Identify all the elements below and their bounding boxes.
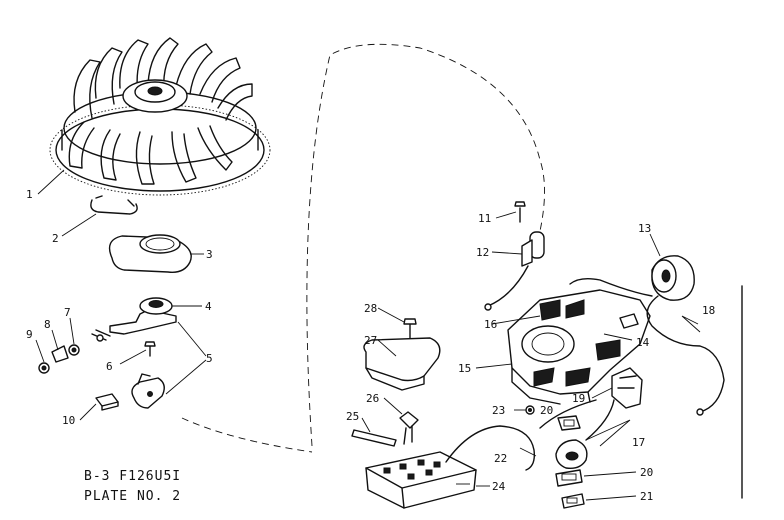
callout-15: 15 [458, 362, 471, 375]
callout-12: 12 [476, 246, 489, 259]
callout-18: 18 [702, 304, 715, 317]
callout-1: 1 [26, 188, 33, 201]
cover-27 [363, 337, 441, 391]
callout-20a: 20 [540, 404, 553, 417]
callout-20b: 20 [640, 466, 653, 479]
callout-4: 4 [205, 300, 212, 313]
leader-lines [35, 169, 701, 485]
ignition-coil [569, 255, 725, 416]
washers [38, 344, 80, 374]
callout-3: 3 [206, 248, 213, 261]
flywheel [49, 37, 271, 196]
screw-23 [525, 405, 535, 415]
callout-19: 19 [572, 392, 585, 405]
callouts: 1 2 3 4 5 6 7 8 9 10 11 12 13 14 15 16 1… [26, 188, 715, 503]
breaker-arm [131, 373, 165, 409]
stator-plate [507, 289, 651, 405]
air-vane [108, 234, 192, 273]
felt-pad [95, 393, 119, 411]
pin-25 [351, 429, 397, 447]
callout-14: 14 [636, 336, 650, 349]
lower-coil-parts [539, 367, 643, 509]
callout-17: 17 [632, 436, 645, 449]
callout-24: 24 [492, 480, 506, 493]
callout-7: 7 [64, 306, 71, 319]
condenser [484, 201, 545, 311]
callout-28: 28 [364, 302, 377, 315]
callout-22: 22 [494, 452, 507, 465]
caption-plate: PLATE NO. 2 [84, 489, 181, 504]
callout-13: 13 [638, 222, 651, 235]
callout-6: 6 [106, 360, 113, 373]
callout-25: 25 [346, 410, 359, 423]
module-24 [365, 425, 536, 509]
callout-9: 9 [26, 328, 33, 341]
callout-21: 21 [640, 490, 653, 503]
caption-code: B-3 F126U5I [84, 469, 181, 484]
connector-26 [399, 411, 419, 445]
leader-lines-2 [476, 471, 637, 501]
callout-8: 8 [44, 318, 51, 331]
callout-5: 5 [206, 352, 213, 365]
callout-27: 27 [364, 334, 377, 347]
callout-16: 16 [484, 318, 497, 331]
callout-2: 2 [52, 232, 59, 245]
spring-clip [90, 195, 138, 215]
ignition-coil-bracket [91, 297, 177, 342]
callout-11: 11 [478, 212, 491, 225]
small-screw [144, 341, 156, 357]
callout-23: 23 [492, 404, 505, 417]
screw-28 [403, 318, 417, 339]
callout-10: 10 [62, 414, 75, 427]
callout-26: 26 [366, 392, 379, 405]
